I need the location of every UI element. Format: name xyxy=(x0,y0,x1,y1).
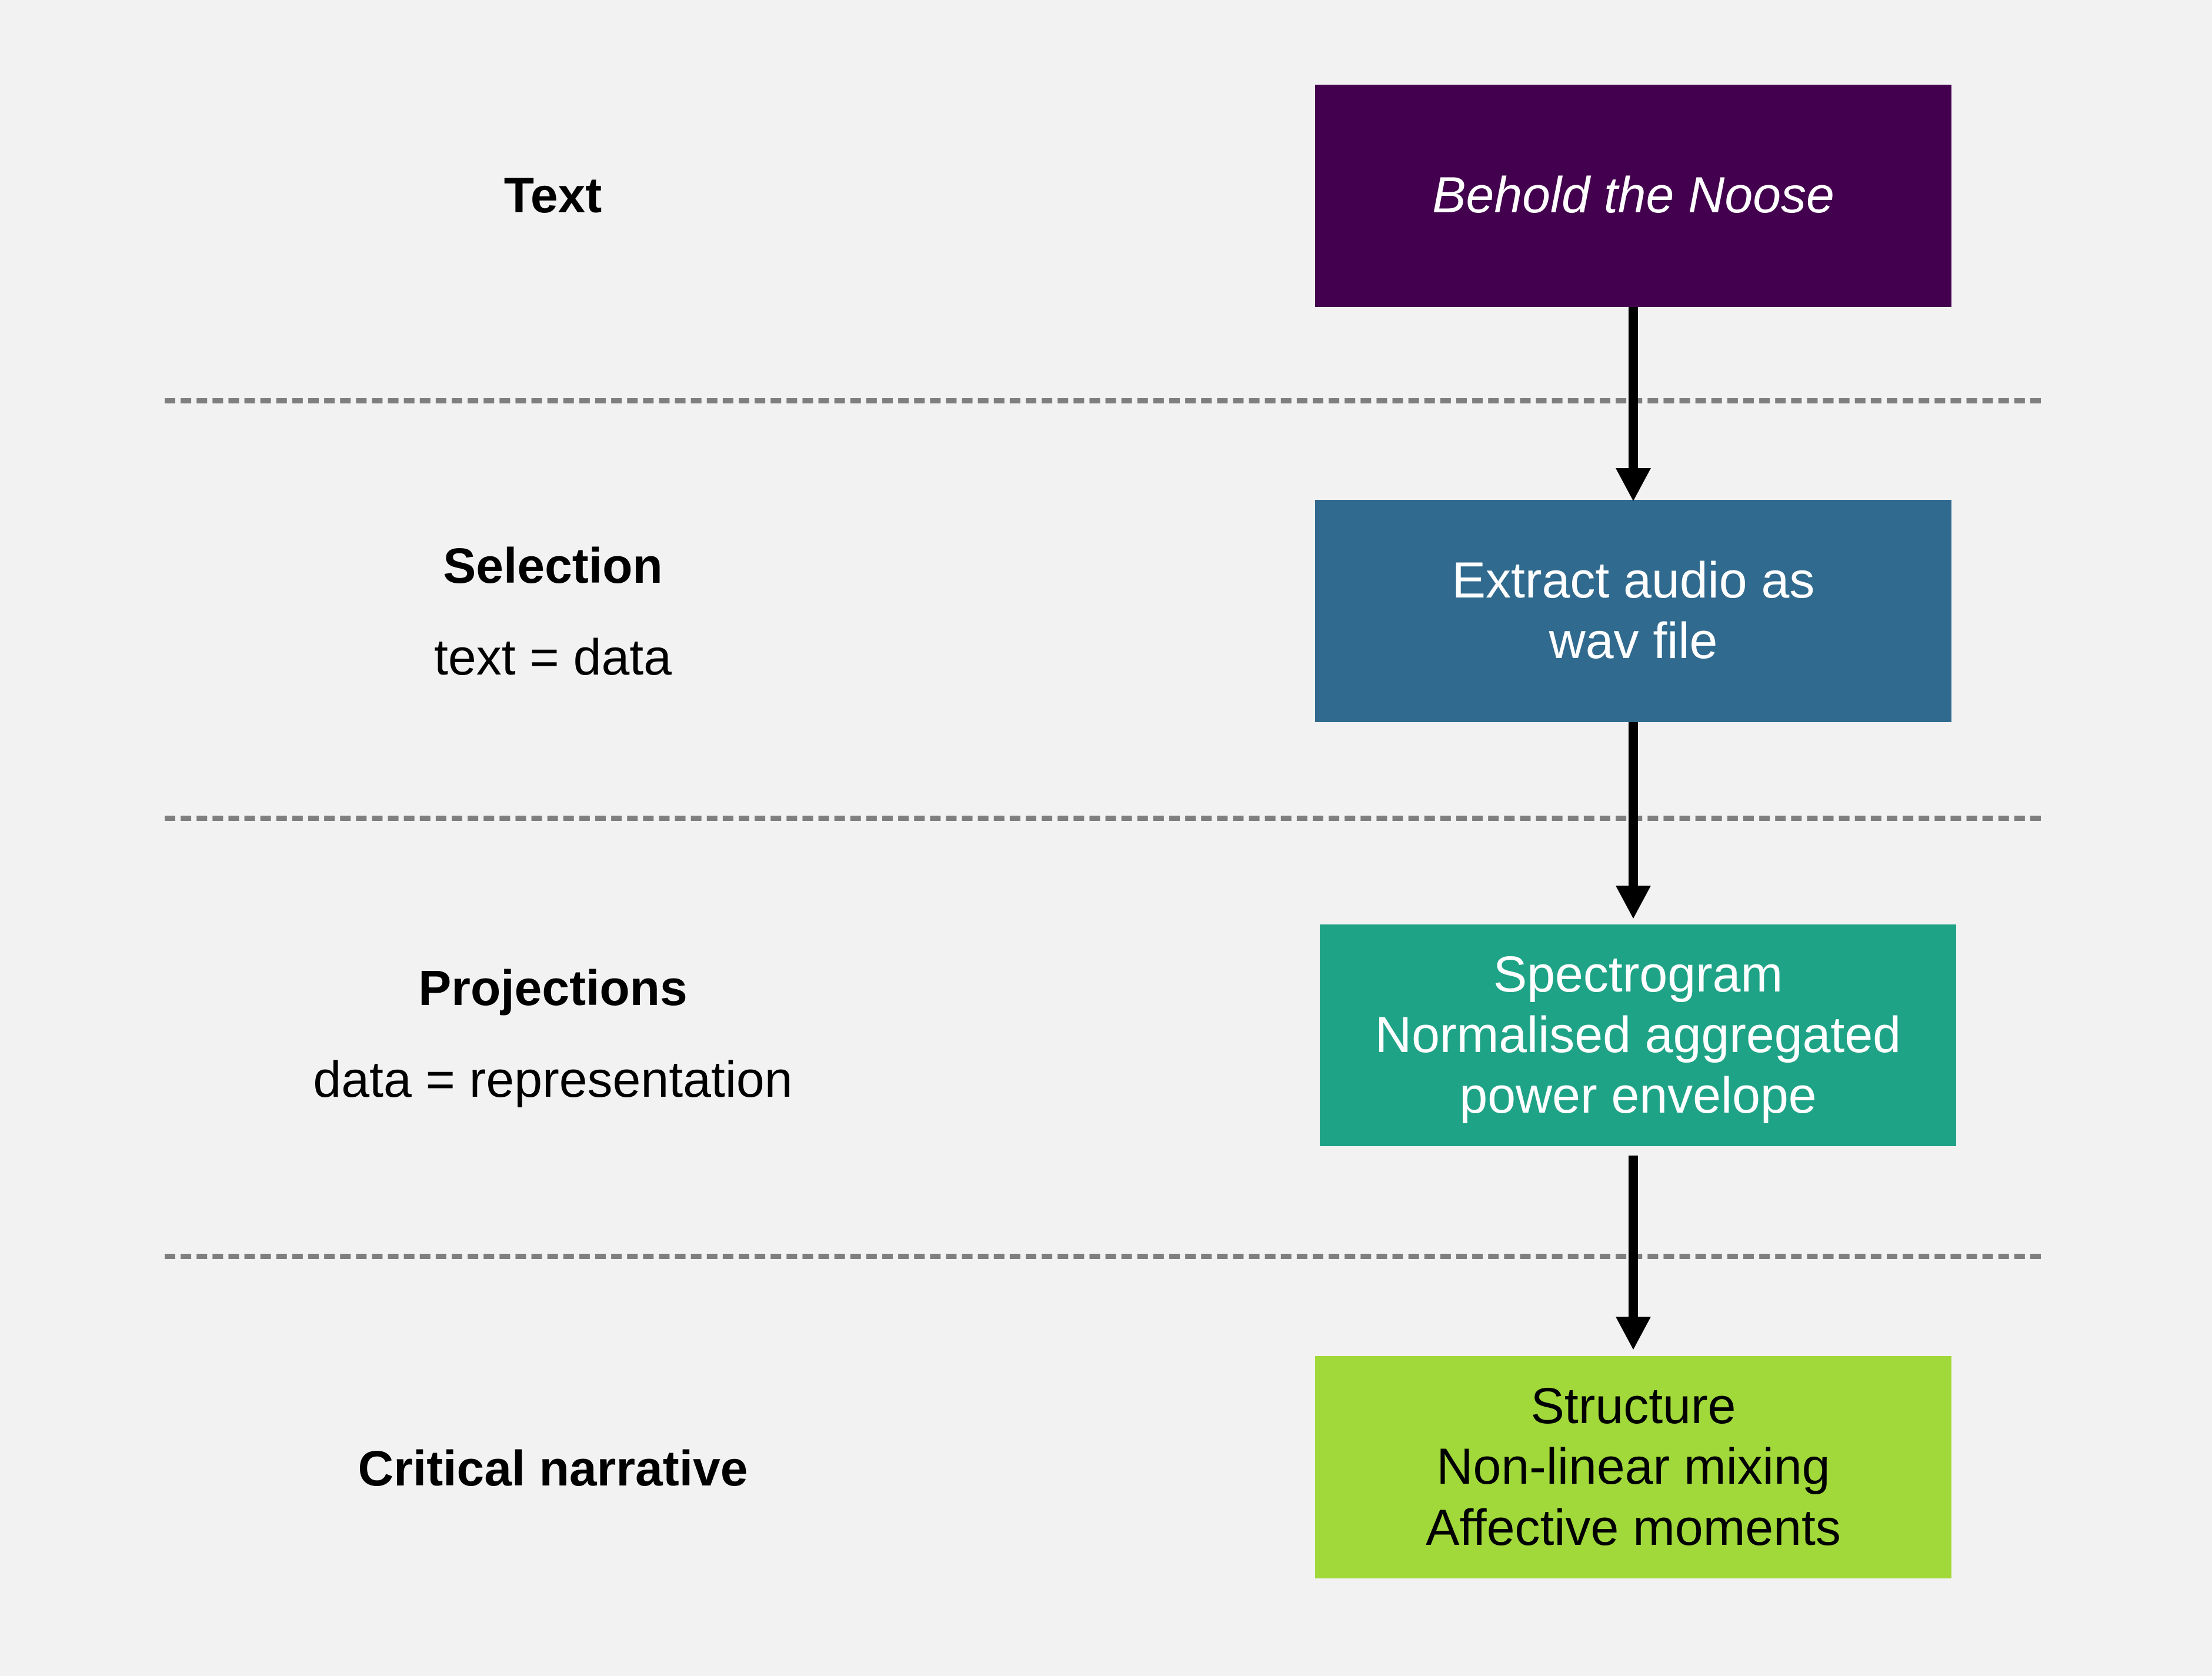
box-line: Affective moments xyxy=(1426,1499,1841,1556)
stage-title-selection: Selection xyxy=(443,538,663,593)
arrow-head-icon xyxy=(1616,1317,1651,1350)
stage-title-critical-narrative: Critical narrative xyxy=(358,1441,748,1496)
box-line: Non-linear mixing xyxy=(1436,1438,1830,1495)
process-box-source-text: Behold the Noose xyxy=(1315,85,1951,307)
box-line: Normalised aggregated xyxy=(1375,1006,1901,1063)
stage-subtitle-selection: text = data xyxy=(433,629,672,686)
box-line: Extract audio as xyxy=(1452,552,1815,609)
box-line: power envelope xyxy=(1459,1067,1817,1124)
arrow-head-icon xyxy=(1616,886,1651,919)
box-line: Structure xyxy=(1530,1378,1736,1435)
box-line: Spectrogram xyxy=(1493,946,1783,1003)
divider-3 xyxy=(165,1254,2041,1259)
process-box-extract-audio: Extract audio as wav file xyxy=(1315,500,1951,722)
box-line: wav file xyxy=(1549,613,1718,669)
divider-2 xyxy=(165,816,2041,821)
box-line: Behold the Noose xyxy=(1432,167,1834,224)
stage-title-projections: Projections xyxy=(418,960,688,1016)
process-box-spectrogram: Spectrogram Normalised aggregated power … xyxy=(1320,924,1956,1146)
arrow-head-icon xyxy=(1616,468,1651,501)
stage-subtitle-projections: data = representation xyxy=(313,1051,793,1108)
process-box-structure: Structure Non-linear mixing Affective mo… xyxy=(1315,1356,1951,1578)
stage-title-text: Text xyxy=(503,168,602,223)
divider-1 xyxy=(165,398,2041,403)
